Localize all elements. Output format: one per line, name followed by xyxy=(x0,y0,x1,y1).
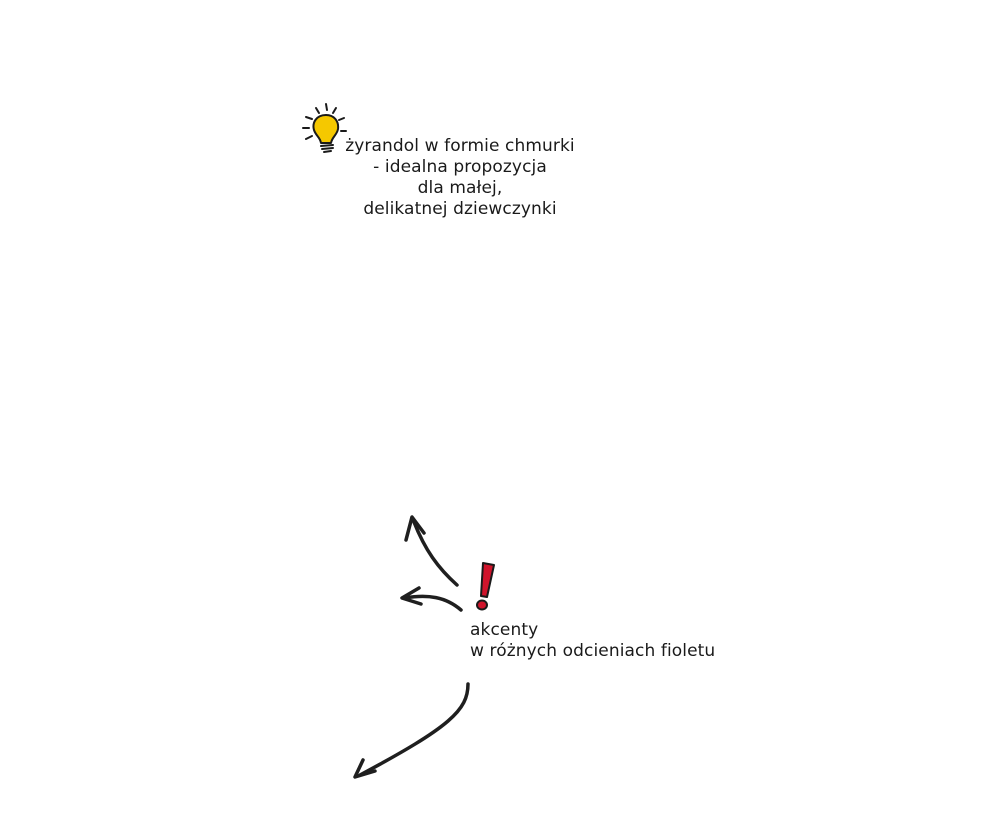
annotation-line: akcenty xyxy=(470,620,539,640)
arrow-left xyxy=(400,586,463,612)
annotation-line: delikatnej dziewczynki xyxy=(363,199,557,219)
lightbulb-icon xyxy=(302,103,347,153)
arrow-up-left xyxy=(404,515,459,587)
arrow-down-left xyxy=(353,682,470,779)
annotation-accents: akcenty w różnych odcieniach fioletu xyxy=(470,620,715,662)
annotation-line: - idealna propozycja xyxy=(373,157,547,177)
annotation-chandelier: żyrandol w formie chmurki - idealna prop… xyxy=(340,136,580,220)
annotation-line: żyrandol w formie chmurki xyxy=(345,136,575,156)
annotation-line: w różnych odcieniach fioletu xyxy=(470,641,716,661)
annotation-line: dla małej, xyxy=(417,178,503,198)
exclamation-icon xyxy=(476,562,495,611)
